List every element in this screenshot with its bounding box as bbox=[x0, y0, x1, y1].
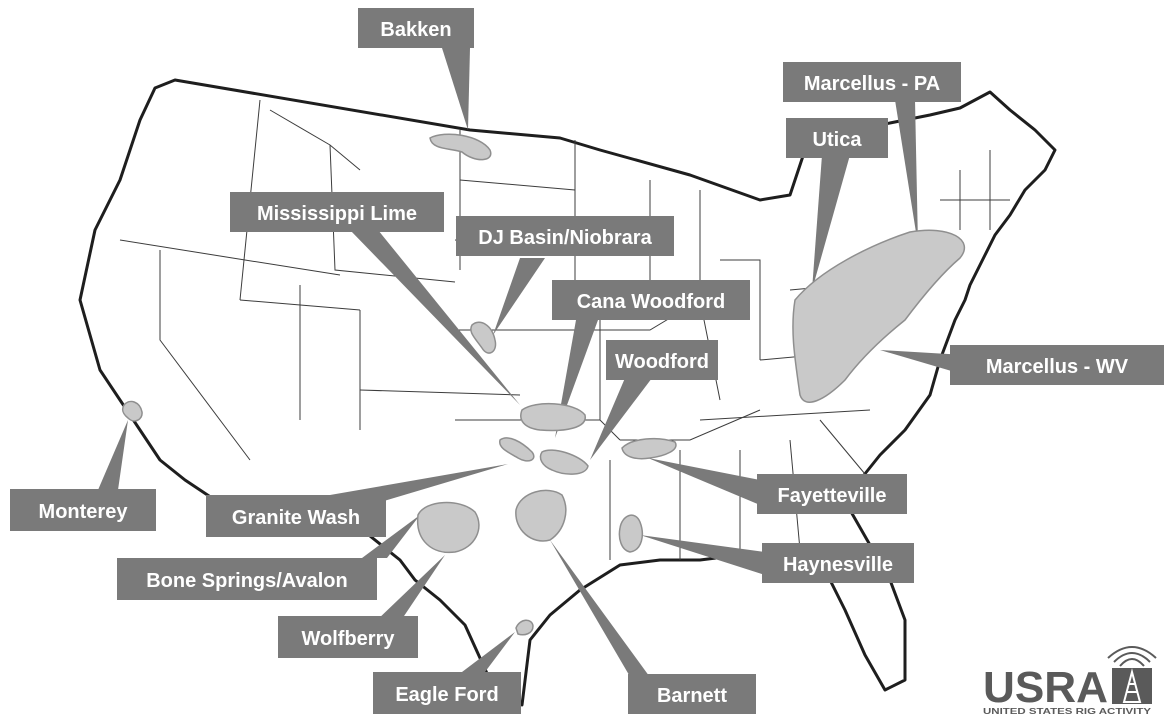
logo-tagline: UNITED STATES RIG ACTIVITY bbox=[983, 707, 1152, 716]
region-barnett bbox=[515, 489, 567, 542]
region-haynesville bbox=[618, 514, 643, 553]
label-barnett-text: Barnett bbox=[657, 685, 727, 707]
region-monterey bbox=[121, 400, 143, 422]
region-fayetteville bbox=[621, 437, 677, 460]
label-woodford-text: Woodford bbox=[615, 351, 709, 373]
label-mississippi-lime: Mississippi Lime bbox=[230, 192, 444, 232]
usra-logo: USRA UNITED STATES RIG ACTIVITY bbox=[983, 646, 1157, 716]
label-cana-woodford-text: Cana Woodford bbox=[577, 291, 726, 313]
label-marcellus-wv: Marcellus - WV bbox=[950, 345, 1164, 385]
label-marcellus-pa: Marcellus - PA bbox=[783, 62, 961, 102]
region-mississippi-lime bbox=[520, 402, 586, 432]
label-bakken: Bakken bbox=[358, 8, 474, 48]
region-granite-wash bbox=[499, 437, 535, 462]
region-marcellus-utica bbox=[792, 229, 966, 403]
label-fayetteville-text: Fayetteville bbox=[778, 485, 887, 507]
label-wolfberry: Wolfberry bbox=[278, 616, 418, 658]
label-monterey-text: Monterey bbox=[39, 501, 129, 523]
label-cana-woodford: Cana Woodford bbox=[552, 280, 750, 320]
label-monterey: Monterey bbox=[10, 489, 156, 531]
label-fayetteville: Fayetteville bbox=[757, 474, 907, 514]
label-granite-wash: Granite Wash bbox=[206, 495, 386, 537]
label-pointers bbox=[98, 48, 965, 680]
label-woodford: Woodford bbox=[606, 340, 718, 380]
play-labels: Bakken Marcellus - PA Utica Mississippi … bbox=[10, 8, 1164, 714]
label-bone-springs: Bone Springs/Avalon bbox=[117, 558, 377, 600]
label-marcellus-pa-text: Marcellus - PA bbox=[804, 73, 940, 95]
label-haynesville: Haynesville bbox=[762, 543, 914, 583]
label-dj-basin-text: DJ Basin/Niobrara bbox=[478, 227, 652, 249]
signal-waves-icon bbox=[1107, 646, 1157, 667]
logo-wordmark: USRA bbox=[983, 663, 1108, 712]
label-dj-basin: DJ Basin/Niobrara bbox=[456, 216, 674, 256]
region-woodford bbox=[539, 449, 589, 475]
region-eagle-ford bbox=[515, 619, 534, 636]
label-barnett: Barnett bbox=[628, 674, 756, 714]
region-dj-basin bbox=[470, 321, 497, 354]
region-bakken bbox=[429, 133, 492, 161]
label-mississippi-lime-text: Mississippi Lime bbox=[257, 203, 417, 225]
label-bone-springs-text: Bone Springs/Avalon bbox=[146, 570, 348, 592]
region-bone-springs bbox=[416, 501, 480, 554]
label-utica-text: Utica bbox=[813, 129, 863, 151]
label-utica: Utica bbox=[786, 118, 888, 158]
label-wolfberry-text: Wolfberry bbox=[302, 628, 396, 650]
label-eagle-ford: Eagle Ford bbox=[373, 672, 521, 714]
label-granite-wash-text: Granite Wash bbox=[232, 507, 360, 529]
label-haynesville-text: Haynesville bbox=[783, 554, 893, 576]
play-regions bbox=[121, 133, 966, 636]
label-eagle-ford-text: Eagle Ford bbox=[395, 684, 498, 706]
label-bakken-text: Bakken bbox=[380, 19, 451, 41]
label-marcellus-wv-text: Marcellus - WV bbox=[986, 356, 1129, 378]
oil-rig-icon bbox=[1112, 668, 1152, 704]
